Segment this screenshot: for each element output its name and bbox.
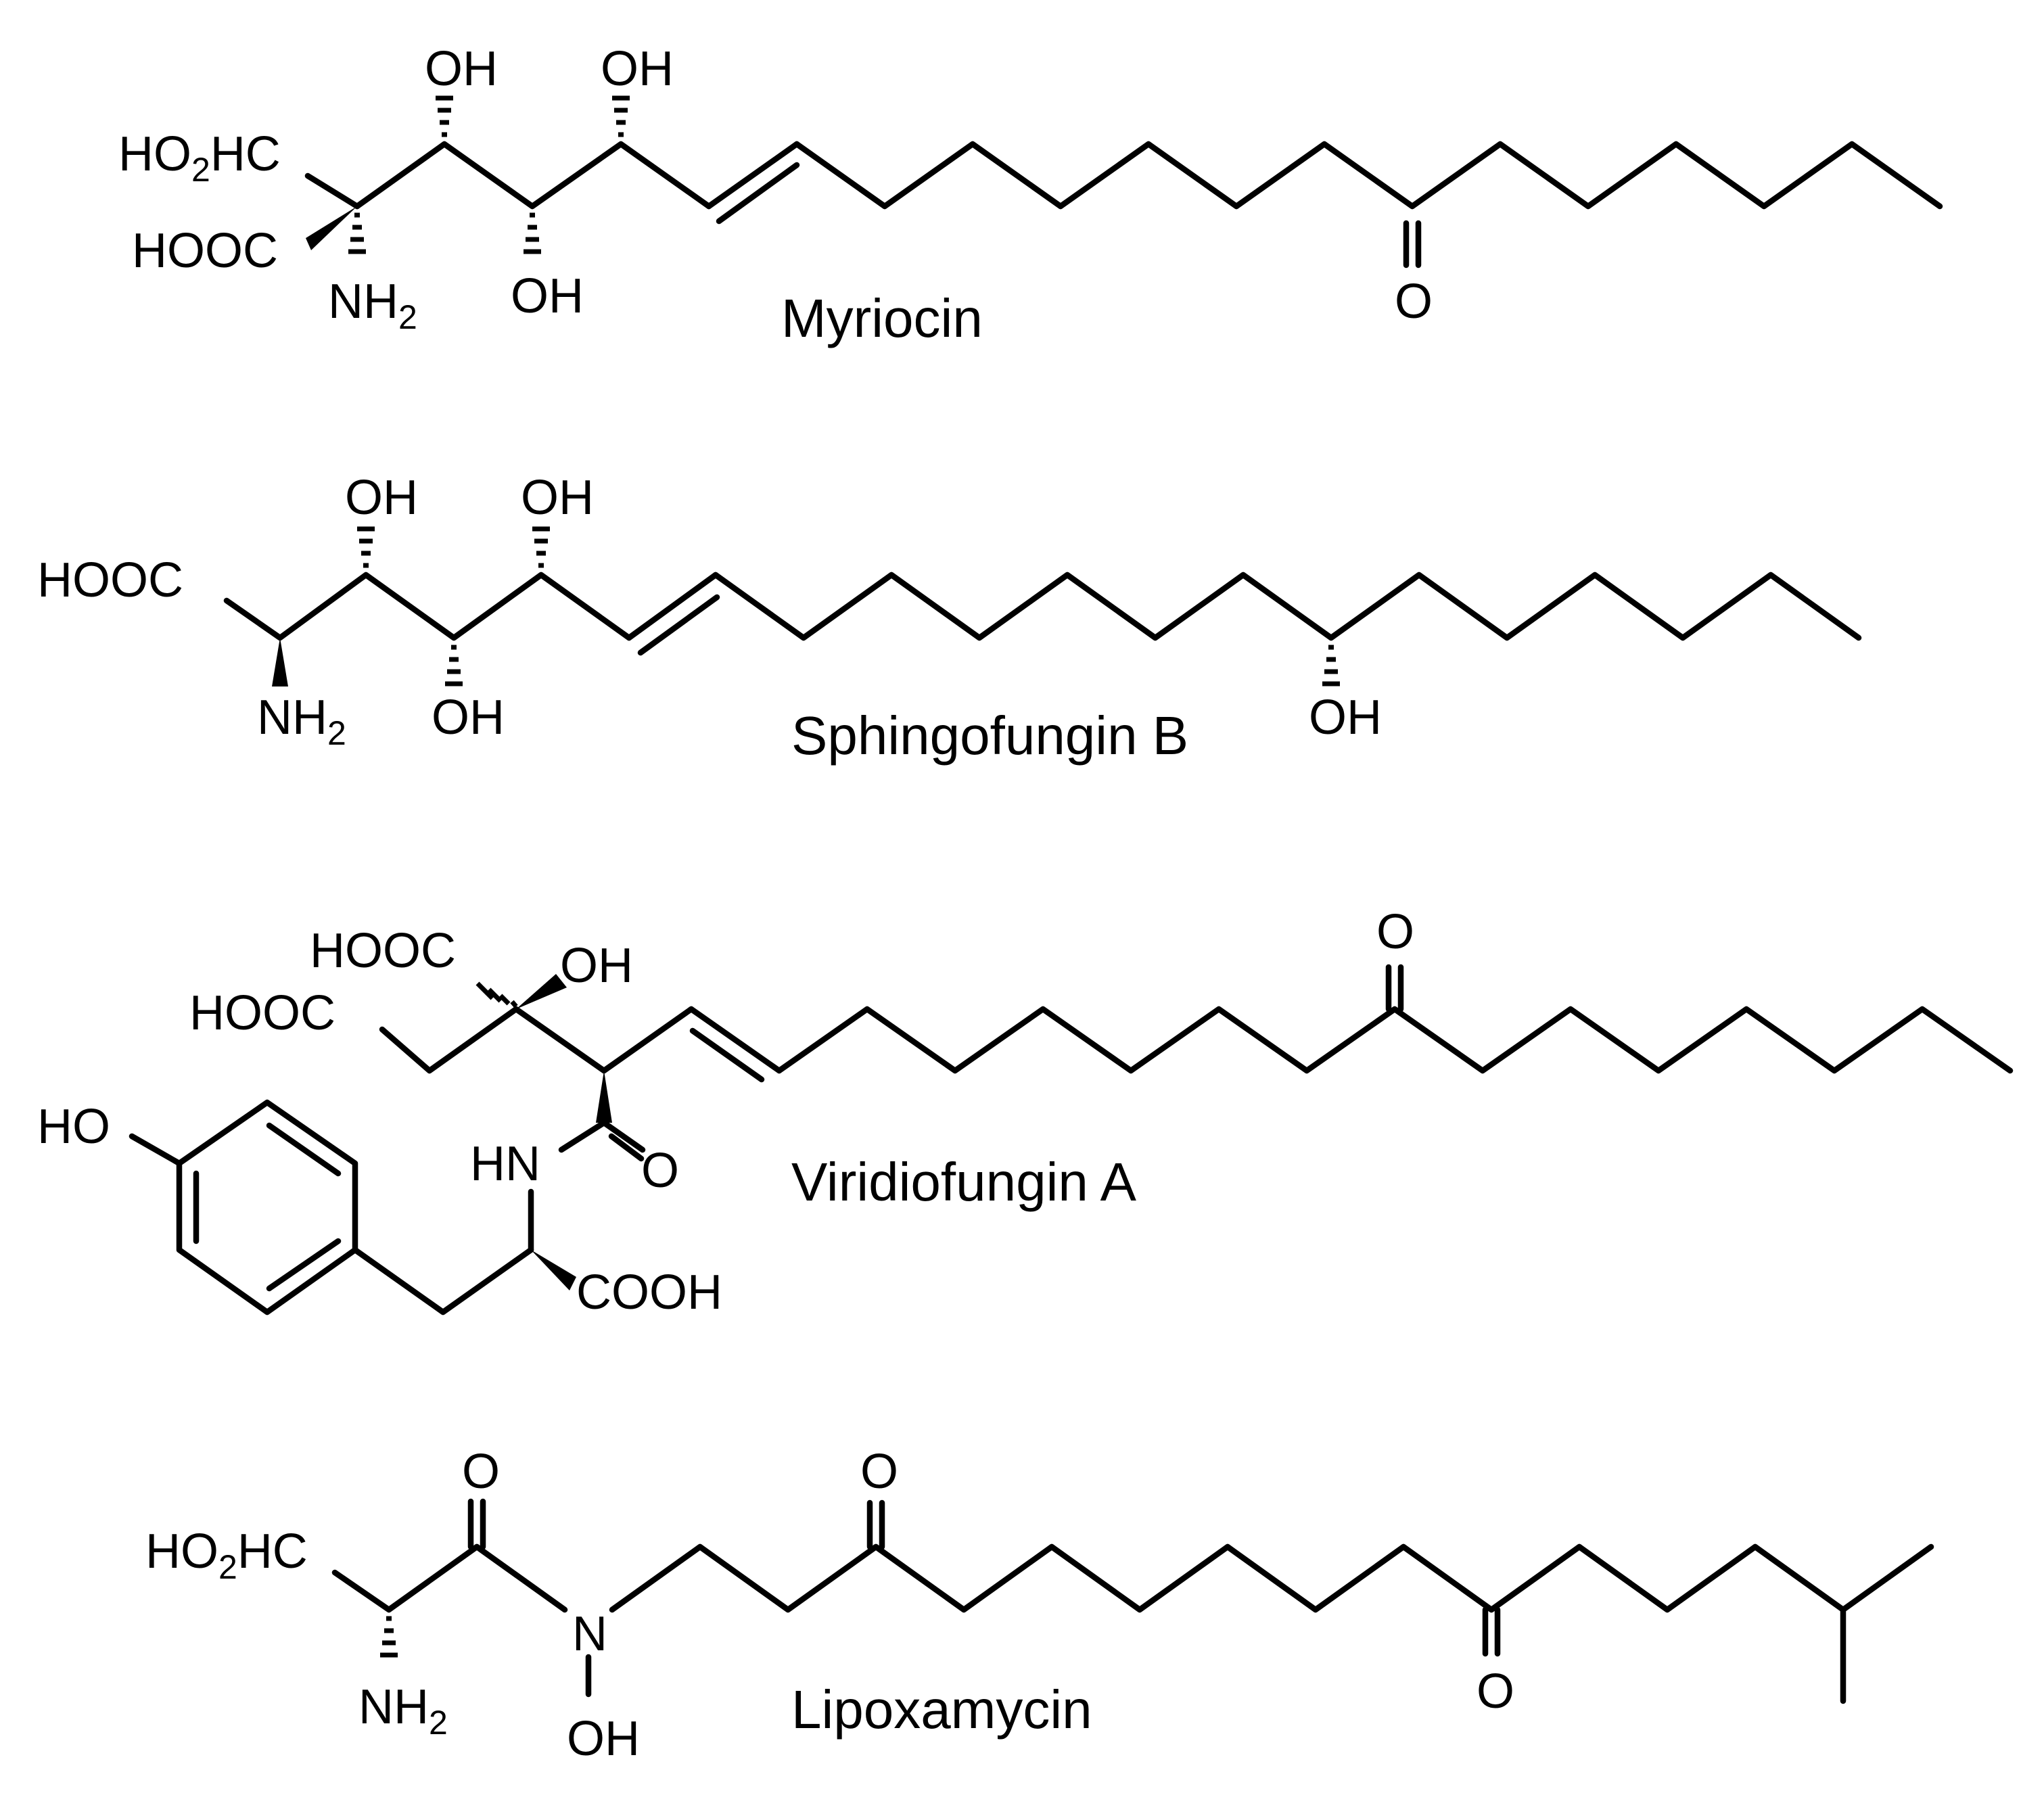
sphingofungin-hash-oh-1: [357, 526, 375, 568]
lipoxamycin-label-keto-o-2: O: [1477, 1664, 1514, 1719]
viridiofungin-label-oh: OH: [560, 939, 633, 993]
myriocin-label-oh-bottom: OH: [511, 269, 584, 323]
viridiofungin-benzyl: [352, 1247, 534, 1315]
sphingofungin-hash-oh-chain: [1322, 645, 1340, 686]
viridiofungin-ring: [176, 1099, 358, 1315]
viridiofungin-amide-co: [601, 1119, 646, 1153]
sphingofungin-label-oh-top-1: OH: [345, 471, 418, 525]
viridiofungin-label-amide-o: O: [641, 1144, 679, 1198]
viridiofungin-alkene: [688, 1006, 783, 1074]
myriocin-wedge-cooh: [306, 206, 357, 250]
lipoxamycin-labels: HO2HC NH2 O N OH O O Lipoxamycin: [145, 1445, 1514, 1766]
viridiofungin-label-keto-o: O: [1376, 905, 1414, 959]
myriocin-labels: HO2HC HOOC NH2 OH OH OH O Myriocin: [118, 42, 1433, 348]
viridiofungin-bonds: [129, 964, 2014, 1315]
lipoxamycin-hash-nh2: [380, 1616, 398, 1658]
sphingofungin-name: Sphingofungin B: [791, 705, 1188, 766]
viridiofungin-labels: HOOC OH HOOC O HO HN O COOH Viridiofungi…: [37, 905, 1414, 1320]
lipoxamycin-ch2: [331, 1543, 480, 1613]
viridiofungin-hash-cooh: [475, 981, 518, 1008]
myriocin-hash-oh-1: [436, 95, 453, 137]
sphingofungin-hash-oh-3: [445, 645, 463, 686]
myriocin-name: Myriocin: [781, 288, 983, 348]
molecule-lipoxamycin: HO2HC NH2 O N OH O O Lipoxamycin: [145, 1445, 1934, 1766]
viridiofungin-phenol-bond: [129, 1133, 183, 1167]
myriocin-label-hooc: HOOC: [132, 224, 278, 278]
sphingofungin-bonds: [223, 526, 1862, 686]
lipoxamycin-label-n-oh: OH: [567, 1712, 640, 1766]
sphingofungin-chain-head: [223, 572, 632, 641]
viridiofungin-label-cooh: COOH: [576, 1265, 722, 1320]
sphingofungin-label-oh-chain: OH: [1309, 691, 1382, 745]
viridiofungin-ring-double-1: [266, 1122, 342, 1177]
myriocin-alkene: [705, 141, 800, 210]
viridiofungin-label-hooc-upper: HOOC: [310, 924, 456, 978]
myriocin-label-oh-top-1: OH: [425, 42, 498, 96]
myriocin-chain-head: [354, 141, 712, 210]
sphingofungin-labels: HOOC NH2 OH OH OH OH Sphingofungin B: [37, 471, 1382, 766]
lipoxamycin-name: Lipoxamycin: [791, 1679, 1092, 1740]
myriocin-label-nh2: NH2: [328, 275, 417, 336]
sphingofungin-label-oh-top-2: OH: [521, 471, 594, 525]
lipoxamycin-label-n: N: [572, 1607, 607, 1661]
viridiofungin-ring-double-3: [266, 1238, 342, 1292]
sphingofungin-alkene-second: [637, 594, 720, 656]
sphingofungin-label-hooc: HOOC: [37, 553, 183, 607]
lipoxamycin-label-keto-o-1: O: [860, 1445, 898, 1499]
viridiofungin-alkene-second: [689, 1027, 765, 1083]
molecule-viridiofungin-a: HOOC OH HOOC O HO HN O COOH Viridiofungi…: [37, 905, 2014, 1320]
viridiofungin-chain-tail: [776, 1006, 2014, 1074]
myriocin-hash-oh-3: [524, 212, 541, 254]
viridiofungin-bond-alkenyl: [601, 1006, 695, 1074]
sphingofungin-label-oh-bottom: OH: [432, 691, 505, 745]
myriocin-hash-oh-2: [612, 95, 630, 137]
myriocin-chain-tail: [793, 141, 1943, 210]
lipoxamycin-cn: [473, 1543, 568, 1613]
myriocin-alkene-second: [716, 162, 800, 225]
lipoxamycin-chain: [609, 1543, 1934, 1613]
viridiofungin-label-hooc-lower: HOOC: [189, 986, 335, 1040]
myriocin-label-ho2hc: HO2HC: [118, 127, 281, 189]
lipoxamycin-bonds: [331, 1498, 1934, 1704]
sphingofungin-hash-oh-2: [532, 526, 550, 568]
myriocin-label-keto-o: O: [1395, 275, 1433, 329]
myriocin-bond-ch2: [304, 172, 361, 210]
sphingofungin-wedge-nh2: [272, 638, 288, 686]
viridiofungin-wedge-amide: [596, 1071, 612, 1123]
sphingofungin-chain-tail: [712, 572, 1862, 641]
viridiofungin-ch2: [379, 1006, 607, 1074]
viridiofungin-label-ho-phenol: HO: [37, 1100, 110, 1154]
viridiofungin-name: Viridiofungin A: [791, 1152, 1137, 1212]
viridiofungin-amide-co-second: [608, 1133, 645, 1162]
sphingofungin-alkene: [626, 572, 719, 641]
myriocin-label-oh-top-2: OH: [601, 42, 674, 96]
lipoxamycin-label-nh2: NH2: [358, 1680, 448, 1742]
myriocin-bonds: [304, 95, 1943, 269]
viridiofungin-amide-cn: [558, 1119, 607, 1153]
viridiofungin-label-hn: HN: [470, 1137, 540, 1191]
myriocin-hash-nh2: [348, 212, 366, 254]
molecule-myriocin: HO2HC HOOC NH2 OH OH OH O Myriocin: [118, 42, 1943, 348]
viridiofungin-wedge-oh: [516, 974, 567, 1009]
lipoxamycin-label-ho2hc: HO2HC: [145, 1524, 308, 1586]
sphingofungin-label-nh2: NH2: [257, 691, 346, 752]
viridiofungin-wedge-cooh: [531, 1250, 576, 1290]
lipoxamycin-label-amide-o: O: [462, 1445, 500, 1499]
molecule-sphingofungin-b: HOOC NH2 OH OH OH OH Sphingofungin B: [37, 471, 1862, 766]
